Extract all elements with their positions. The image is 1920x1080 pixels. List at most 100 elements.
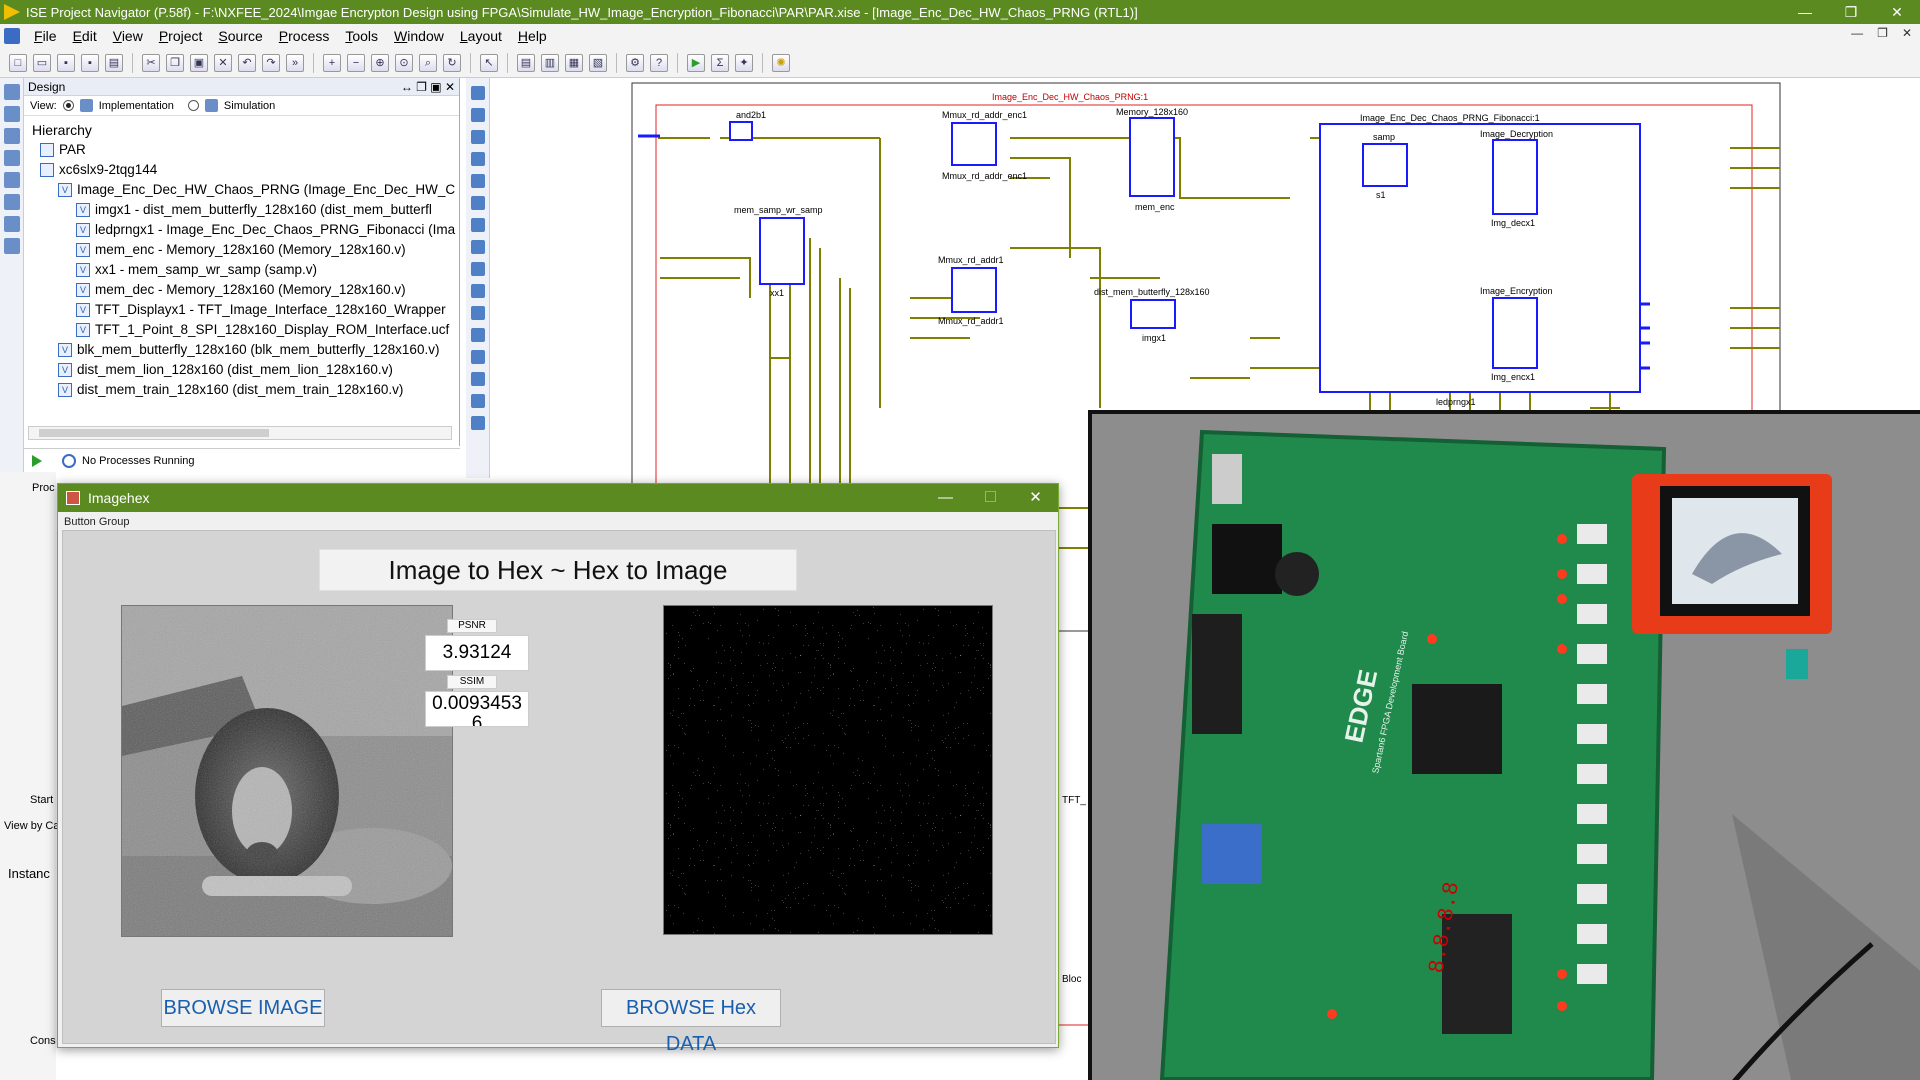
menu-file[interactable]: File bbox=[26, 28, 65, 44]
new-file-icon[interactable]: □ bbox=[9, 53, 27, 72]
copy-icon[interactable]: ❐ bbox=[166, 53, 184, 72]
implementation-label[interactable]: Implementation bbox=[98, 99, 174, 112]
save-icon[interactable]: ▪ bbox=[57, 53, 75, 72]
tool-icon[interactable] bbox=[471, 196, 485, 210]
tool-icon[interactable] bbox=[471, 152, 485, 166]
tool-icon[interactable] bbox=[4, 238, 20, 254]
simulation-label[interactable]: Simulation bbox=[223, 99, 276, 112]
menu-window[interactable]: Window bbox=[386, 28, 452, 44]
tool-icon[interactable] bbox=[471, 350, 485, 364]
print-icon[interactable]: ▤ bbox=[105, 53, 123, 72]
tool-icon[interactable] bbox=[471, 372, 485, 386]
window-list-icon[interactable]: ▧ bbox=[589, 53, 607, 72]
tool-icon[interactable] bbox=[471, 174, 485, 188]
run-process-icon[interactable] bbox=[32, 454, 42, 467]
block-and2b1-name: and2b1 bbox=[736, 110, 766, 120]
cascade-icon[interactable]: ▤ bbox=[517, 53, 535, 72]
start-tab[interactable]: Start bbox=[30, 794, 54, 806]
simulation-radio[interactable] bbox=[187, 100, 199, 111]
tool-icon[interactable] bbox=[471, 86, 485, 100]
mdi-restore-button[interactable]: ❐ bbox=[1877, 26, 1888, 40]
tool-icon[interactable] bbox=[471, 218, 485, 232]
sigma-icon[interactable]: Σ bbox=[711, 53, 729, 72]
tool-icon[interactable] bbox=[471, 394, 485, 408]
panel-header-controls[interactable]: ↔ ❐ ▣ ✕ bbox=[400, 80, 455, 94]
implementation-icon bbox=[79, 99, 93, 112]
run-icon[interactable]: ▶ bbox=[687, 53, 705, 72]
zoom-out-icon[interactable]: − bbox=[347, 53, 365, 72]
help-query-icon[interactable]: ? bbox=[650, 53, 668, 72]
open-file-icon[interactable]: ▭ bbox=[33, 53, 51, 72]
tool-icon[interactable] bbox=[4, 128, 20, 144]
horizontal-scrollbar[interactable] bbox=[28, 426, 452, 440]
tool-icon[interactable] bbox=[471, 306, 485, 320]
browse-image-button[interactable]: BROWSE IMAGE bbox=[161, 989, 325, 1027]
menu-project[interactable]: Project bbox=[151, 28, 211, 44]
mdi-close-button[interactable]: ✕ bbox=[1901, 26, 1912, 40]
tool-icon[interactable] bbox=[471, 240, 485, 254]
imagehex-minimize-button[interactable]: — bbox=[938, 489, 953, 506]
tool-icon[interactable] bbox=[4, 150, 20, 166]
minimize-button[interactable]: — bbox=[1798, 4, 1812, 20]
zoom-select-icon[interactable]: ⌕ bbox=[419, 53, 437, 72]
implementation-radio[interactable] bbox=[62, 100, 74, 111]
redo-icon[interactable]: ↷ bbox=[262, 53, 280, 72]
tool-icon[interactable] bbox=[471, 108, 485, 122]
probe-icon[interactable]: ✦ bbox=[735, 53, 753, 72]
tool-icon[interactable] bbox=[4, 194, 20, 210]
refresh-icon[interactable]: ↻ bbox=[443, 53, 461, 72]
tool-icon[interactable] bbox=[471, 130, 485, 144]
menu-tools[interactable]: Tools bbox=[337, 28, 386, 44]
tool-icon[interactable] bbox=[471, 262, 485, 276]
tool-icon[interactable] bbox=[471, 328, 485, 342]
hierarchy-item[interactable]: xc6slx9-2tqg144 bbox=[24, 160, 459, 180]
select-tool-icon[interactable]: ↖ bbox=[480, 53, 498, 72]
tile-horizontal-icon[interactable]: ▥ bbox=[541, 53, 559, 72]
menu-view[interactable]: View bbox=[105, 28, 151, 44]
hierarchy-item[interactable]: PAR bbox=[24, 140, 459, 160]
close-button[interactable]: ✕ bbox=[1891, 4, 1903, 20]
tool-icon[interactable] bbox=[4, 172, 20, 188]
mdi-minimize-button[interactable]: — bbox=[1851, 26, 1864, 40]
imagehex-maximize-button[interactable]: ☐ bbox=[983, 489, 998, 506]
delete-icon[interactable]: ✕ bbox=[214, 53, 232, 72]
maximize-button[interactable]: ❐ bbox=[1844, 4, 1858, 20]
imagehex-close-button[interactable]: ✕ bbox=[1029, 489, 1042, 506]
save-all-icon[interactable]: ▪ bbox=[81, 53, 99, 72]
browse-hex-data-button[interactable]: BROWSE Hex DATA bbox=[601, 989, 781, 1055]
tool-icon[interactable] bbox=[4, 216, 20, 232]
zoom-fit-icon[interactable]: ⊙ bbox=[395, 53, 413, 72]
tool-icon[interactable] bbox=[471, 284, 485, 298]
tool-icon[interactable] bbox=[4, 106, 20, 122]
refresh-process-icon[interactable] bbox=[62, 453, 76, 468]
settings-wrench-icon[interactable]: ⚙ bbox=[626, 53, 644, 72]
tool-icon[interactable] bbox=[4, 84, 20, 100]
tool-icon[interactable] bbox=[471, 416, 485, 430]
menu-edit[interactable]: Edit bbox=[65, 28, 105, 44]
paste-icon[interactable]: ▣ bbox=[190, 53, 208, 72]
zoom-in-icon[interactable]: + bbox=[323, 53, 341, 72]
console-tab[interactable]: Cons bbox=[30, 1035, 56, 1047]
tile-vertical-icon[interactable]: ▦ bbox=[565, 53, 583, 72]
scroll-thumb[interactable] bbox=[39, 429, 269, 437]
undo-icon[interactable]: ↶ bbox=[238, 53, 256, 72]
zoom-full-icon[interactable]: ⊕ bbox=[371, 53, 389, 72]
menu-help[interactable]: Help bbox=[510, 28, 555, 44]
cut-icon[interactable]: ✂ bbox=[142, 53, 160, 72]
lightbulb-icon[interactable]: ✺ bbox=[772, 53, 790, 72]
menu-source[interactable]: Source bbox=[210, 28, 270, 44]
menu-layout[interactable]: Layout bbox=[452, 28, 510, 44]
more-icon[interactable]: » bbox=[286, 53, 304, 72]
menu-process[interactable]: Process bbox=[271, 28, 338, 44]
